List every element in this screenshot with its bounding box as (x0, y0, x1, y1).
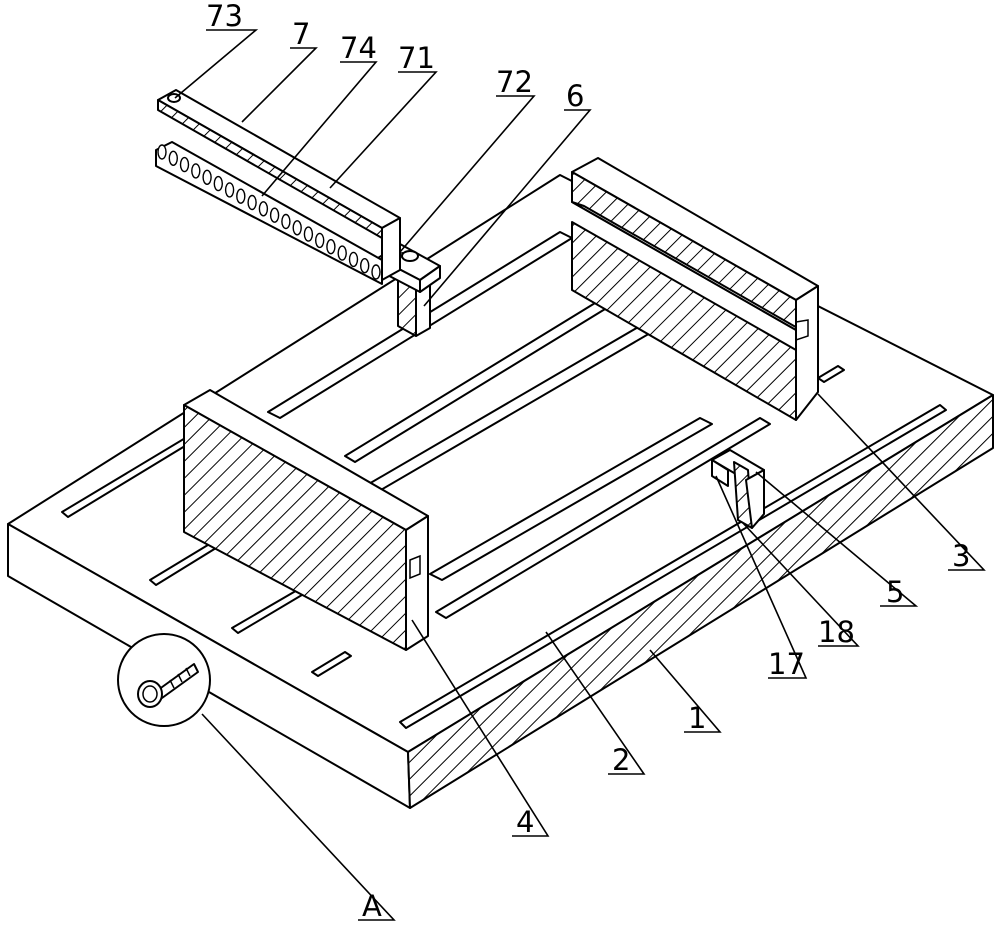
comb-tooth (157, 144, 167, 160)
comb-tooth (236, 188, 246, 204)
label-72: 72 (496, 65, 533, 99)
label-2: 2 (612, 743, 630, 777)
label-73: 73 (206, 0, 243, 33)
label-7: 7 (292, 17, 310, 51)
rear-clamp-plate (571, 157, 819, 421)
label-6: 6 (566, 79, 584, 113)
leader-lines (174, 29, 986, 921)
comb-tooth (303, 226, 314, 242)
comb-tooth (202, 169, 212, 186)
detail-callout-circle (117, 633, 211, 727)
comb-tooth (258, 201, 269, 217)
label-4: 4 (516, 805, 534, 839)
label-3: 3 (952, 539, 970, 573)
comb-tooth (191, 163, 201, 179)
bolt-icon (137, 663, 199, 708)
label-5: 5 (886, 575, 904, 609)
comb-tooth (179, 156, 190, 173)
label-71: 71 (398, 41, 435, 75)
label-17: 17 (768, 647, 805, 681)
comb-tooth (326, 238, 336, 255)
comb-tooth (224, 182, 235, 198)
base-plate (7, 174, 994, 809)
comb-tooth (348, 251, 359, 268)
comb-tooth (281, 213, 291, 230)
comb-tooth (371, 264, 381, 280)
comb-teeth (157, 144, 381, 280)
comb-tooth (360, 258, 370, 274)
label-74: 74 (340, 31, 377, 65)
comb-tooth (315, 232, 325, 249)
comb-tooth (269, 207, 280, 223)
stop-block (711, 449, 765, 529)
comb-tooth (168, 150, 179, 167)
label-A: A (362, 889, 382, 923)
comb-tooth (292, 220, 302, 236)
reference-labels: 73 7 74 71 72 6 3 5 18 17 1 2 4 A (206, 0, 970, 923)
comb-arm (155, 89, 401, 285)
label-1: 1 (688, 701, 706, 735)
front-clamp-plate (183, 389, 429, 651)
label-18: 18 (818, 615, 855, 649)
comb-tooth (247, 194, 257, 211)
comb-tooth (337, 245, 347, 261)
comb-tooth (213, 175, 224, 192)
